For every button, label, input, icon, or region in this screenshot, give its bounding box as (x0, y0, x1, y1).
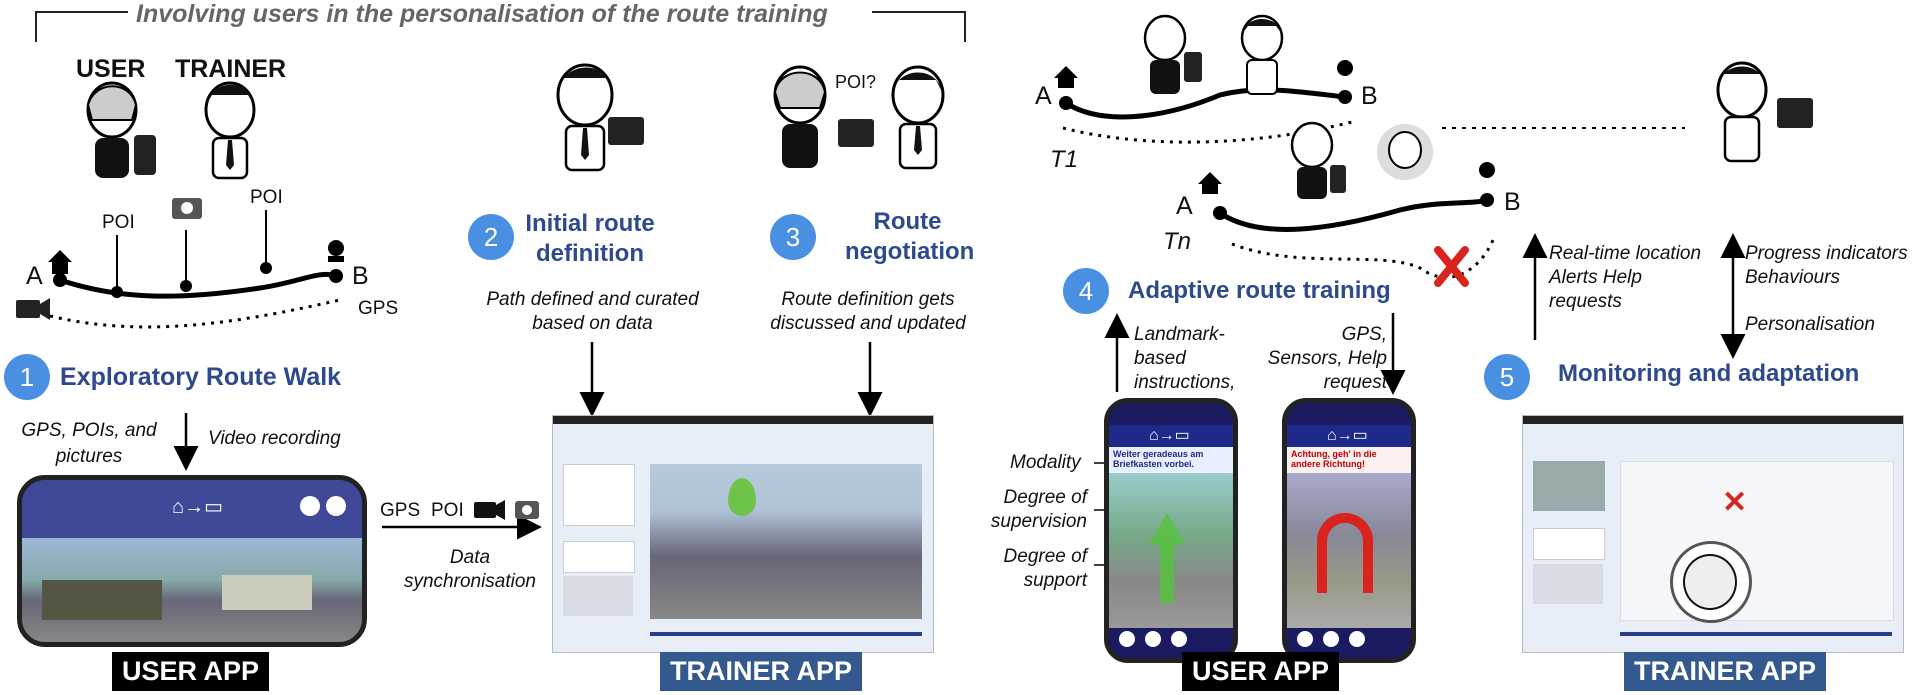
modality-label: Modality (1010, 452, 1081, 473)
route-icon: ⌂→▭ (172, 496, 223, 518)
trainer-app-badge-1: TRAINER APP (660, 652, 863, 691)
point-a-label-tn: A (1176, 192, 1193, 220)
pause-button-1[interactable] (1119, 631, 1135, 647)
step-2-badge: 2 (468, 214, 514, 260)
user-app-badge-2: USER APP (1182, 652, 1340, 691)
step-5-down-label: Personalisation (1745, 314, 1875, 335)
step-3-badge: 3 (770, 214, 816, 260)
user-app-phone-landscape: ⌂→▭ (17, 475, 367, 647)
step-5-up-label: Real-time location Alerts Help requests (1549, 243, 1702, 312)
step-3-title: Route negotiation (845, 208, 975, 265)
step-5-title: Monitoring and adaptation (1558, 360, 1860, 387)
gps-label: GPS (358, 298, 399, 319)
poi-label-2: POI (250, 187, 283, 208)
user-app-phone-1: ⌂→▭ Weiter geradeaus am Briefkasten vorb… (1104, 398, 1238, 663)
header-title: Involving users in the personalisation o… (136, 0, 828, 28)
sound-button-2[interactable] (1323, 631, 1339, 647)
location-button[interactable] (326, 496, 346, 516)
navigate-button-2[interactable] (1349, 631, 1365, 647)
red-cross-icon (1434, 246, 1469, 287)
sync-poi-label: POI (431, 500, 464, 521)
user-app-phone-2: ⌂→▭ Achtung, geh' in die andere Richtung… (1282, 398, 1416, 663)
role-trainer-label: TRAINER (175, 55, 287, 83)
phone-1-message: Weiter geradeaus am Briefkasten vorbei. (1113, 449, 1204, 469)
point-b-label-t1: B (1361, 82, 1378, 110)
sound-button-1[interactable] (1145, 631, 1161, 647)
tn-label: Tn (1163, 228, 1192, 255)
step-5-right-label: Progress indicators Behaviours (1745, 243, 1908, 288)
sync-camera-icon (515, 501, 539, 519)
point-b-label-tn: B (1504, 188, 1521, 216)
trainer-app-tablet-2 (1522, 415, 1904, 653)
support-label: Degree of support (1003, 546, 1087, 591)
step-2-desc: Path defined and curated based on data (486, 289, 699, 334)
trainer-tablet-figure-icon (556, 63, 644, 172)
supervision-label: Degree of supervision (990, 487, 1087, 532)
step-4-title: Adaptive route training (1128, 277, 1391, 304)
pause-button[interactable] (300, 496, 320, 516)
u-turn-arrow-icon (1317, 513, 1373, 593)
sync-gps-label: GPS (380, 500, 421, 521)
trainer-app-tablet-1 (552, 415, 934, 653)
sync-label: Data synchronisation (403, 547, 537, 592)
negotiation-figures-icon (773, 65, 945, 170)
step-3-desc: Route definition gets discussed and upda… (770, 289, 966, 334)
navigate-button-1[interactable] (1171, 631, 1187, 647)
poi-question: POI? (835, 72, 877, 92)
step-1-inputs-right: Video recording (208, 428, 341, 449)
step-1-badge: 1 (4, 354, 50, 400)
step-4-badge: 4 (1063, 268, 1109, 314)
t1-label: T1 (1050, 146, 1079, 173)
step-5-badge: 5 (1484, 354, 1530, 400)
camera-icon (172, 198, 202, 219)
step-4-down-label: GPS, Sensors, Help request (1267, 324, 1387, 393)
trainer-app-badge-2: TRAINER APP (1624, 652, 1827, 691)
point-a-label: A (26, 262, 43, 290)
role-user-label: USER (76, 55, 146, 83)
map-red-cross-icon: ✕ (1722, 486, 1748, 519)
user-figure-icon (86, 81, 156, 178)
route-icon-2: ⌂→▭ (1327, 427, 1368, 444)
step-1-inputs-left: GPS, POIs, and pictures (21, 420, 157, 467)
training-figures-icon (1143, 14, 1813, 199)
route-icon-1: ⌂→▭ (1149, 427, 1190, 444)
step-2-title: Initial route definition (525, 210, 655, 267)
pause-button-2[interactable] (1297, 631, 1313, 647)
trainer-figure-icon (204, 81, 256, 180)
point-b-label: B (352, 262, 369, 290)
step-1-title: Exploratory Route Walk (60, 363, 342, 391)
user-app-badge-1: USER APP (112, 652, 270, 691)
point-a-label-t1: A (1035, 82, 1052, 110)
sync-video-icon (474, 500, 505, 520)
phone-2-message: Achtung, geh' in die andere Richtung! (1291, 449, 1377, 469)
poi-label-1: POI (102, 212, 135, 233)
